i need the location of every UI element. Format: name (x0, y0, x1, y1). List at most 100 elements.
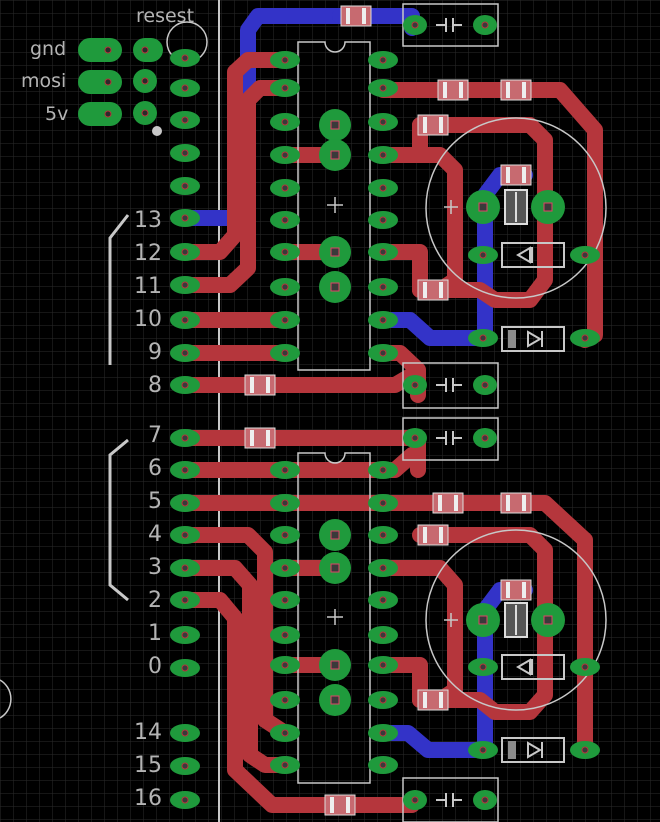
diode-outlines (501, 242, 565, 763)
ic1-right-pin-6-drill (379, 216, 387, 224)
crystal-pad-0-drill (478, 202, 488, 212)
ic2-left-pin-5-drill (281, 596, 289, 604)
ceramic-cap-pad-0-drill (411, 21, 419, 29)
smd-resistor-6 (244, 427, 276, 449)
header-pad-14-drill (181, 531, 189, 539)
ceramic-cap-pad-1-drill (481, 21, 489, 29)
header-pad-13-drill (181, 499, 189, 507)
header-pad-6-drill (181, 248, 189, 256)
ic2-right-pin-6-drill (379, 631, 387, 639)
cap-pad-4-drill (330, 530, 340, 540)
smd-resistor-4 (417, 279, 449, 301)
header-pad-21-drill (181, 796, 189, 804)
header-pad-1-drill (181, 84, 189, 92)
programming-header-drills (104, 46, 149, 118)
pin-label: 11 (134, 274, 162, 299)
smd-resistor-3 (417, 114, 449, 136)
diode-pad-5-drill (581, 663, 589, 671)
ceramic-cap-pad-3-drill (481, 381, 489, 389)
partial-hole-outline (0, 679, 12, 719)
diode-pad-0-drill (479, 251, 487, 259)
ic1-left-pin-2-drill (281, 84, 289, 92)
ic2-right-pin-10-drill (379, 761, 387, 769)
ic1-right-pin-2-drill (379, 84, 387, 92)
reset-label: resest (136, 5, 195, 27)
diode-pad-3-drill (581, 334, 589, 342)
pin-label: 8 (148, 373, 162, 398)
header-pad-9-drill (181, 349, 189, 357)
smd-resistor-5 (244, 374, 276, 396)
smd-resistor-7 (432, 492, 464, 514)
smd-resistor-11 (324, 794, 356, 816)
header-pad-20-drill (181, 762, 189, 770)
mosi-label: mosi (21, 70, 67, 92)
ceramic-cap-pad-7-drill (481, 796, 489, 804)
header-pad-5-drill (181, 214, 189, 222)
ic2-left-pin-3-drill (281, 531, 289, 539)
header-pad-12-drill (181, 466, 189, 474)
pin-label: 4 (148, 522, 162, 547)
ic-outlines (297, 3, 607, 822)
ic2-right-pin-2-drill (379, 499, 387, 507)
pin-label: 12 (134, 241, 162, 266)
header-pad-16-drill (181, 596, 189, 604)
pin1-marker-dot (152, 126, 162, 136)
pin-label: 7 (148, 423, 162, 448)
cap-pad-1-drill (330, 150, 340, 160)
crystal-pad-2-drill (478, 615, 488, 625)
header-pad-10-drill (181, 381, 189, 389)
pad-layer (170, 15, 600, 810)
pin-label: 0 (148, 654, 162, 679)
ic2-left-pin-8-drill (281, 696, 289, 704)
header-pad-4-drill (181, 182, 189, 190)
cap-pad-3-drill (330, 282, 340, 292)
ic1-right-pin-8-drill (379, 283, 387, 291)
header-pad-11-drill (181, 434, 189, 442)
pin-label: 9 (148, 340, 162, 365)
programming-header-pads (78, 38, 163, 126)
diode-bands (508, 330, 516, 759)
pin-label: 13 (134, 208, 162, 233)
header-pad-18-drill (181, 664, 189, 672)
pin-label: 16 (134, 786, 162, 811)
ic2-left-pin-1-drill (281, 466, 289, 474)
smd-resistor-0 (340, 5, 372, 27)
ceramic-cap-pad-5-drill (481, 434, 489, 442)
header-pad-2-drill (181, 116, 189, 124)
ic1-right-pin-4-drill (379, 151, 387, 159)
smd-resistors (244, 5, 532, 816)
ic1-left-pin-8-drill (281, 283, 289, 291)
pin-label: 10 (134, 307, 162, 332)
smd-resistor-13 (500, 579, 532, 601)
ic2-left-pin-10-drill (281, 761, 289, 769)
pin-label: 5 (148, 489, 162, 514)
diode-pad-4-drill (479, 663, 487, 671)
ic2-left-pin-9-drill (281, 729, 289, 737)
ic2-right-pin-1-drill (379, 466, 387, 474)
header-pad-3-drill (181, 149, 189, 157)
header-pad-0-drill (181, 54, 189, 62)
ceramic-cap-pad-2-drill (411, 381, 419, 389)
ic1-right-pin-1-drill (379, 56, 387, 64)
crystal-bodies (504, 189, 528, 638)
cap-pad-2-drill (330, 247, 340, 257)
diode-pad-1-drill (581, 251, 589, 259)
smd-resistor-9 (417, 524, 449, 546)
vcc-label: 5v (45, 103, 69, 125)
cap-pad-5-drill (330, 563, 340, 573)
smd-resistor-1 (437, 79, 469, 101)
smd-resistor-8 (500, 492, 532, 514)
cap-pad-0-drill (330, 120, 340, 130)
header-pad-17-drill (181, 631, 189, 639)
ic2-left-pin-6-drill (281, 631, 289, 639)
ic2-left-pin-7-drill (281, 661, 289, 669)
smd-resistor-2 (500, 79, 532, 101)
ic1-right-pin-5-drill (379, 184, 387, 192)
crystal-pad-3-drill (543, 615, 553, 625)
ic1-left-pin-7-drill (281, 248, 289, 256)
header-pad-15-drill (181, 564, 189, 572)
ceramic-cap-pad-4-drill (411, 434, 419, 442)
pin-label: 1 (148, 621, 162, 646)
ic2-right-pin-3-drill (379, 531, 387, 539)
crystal-pad-1-drill (543, 202, 553, 212)
